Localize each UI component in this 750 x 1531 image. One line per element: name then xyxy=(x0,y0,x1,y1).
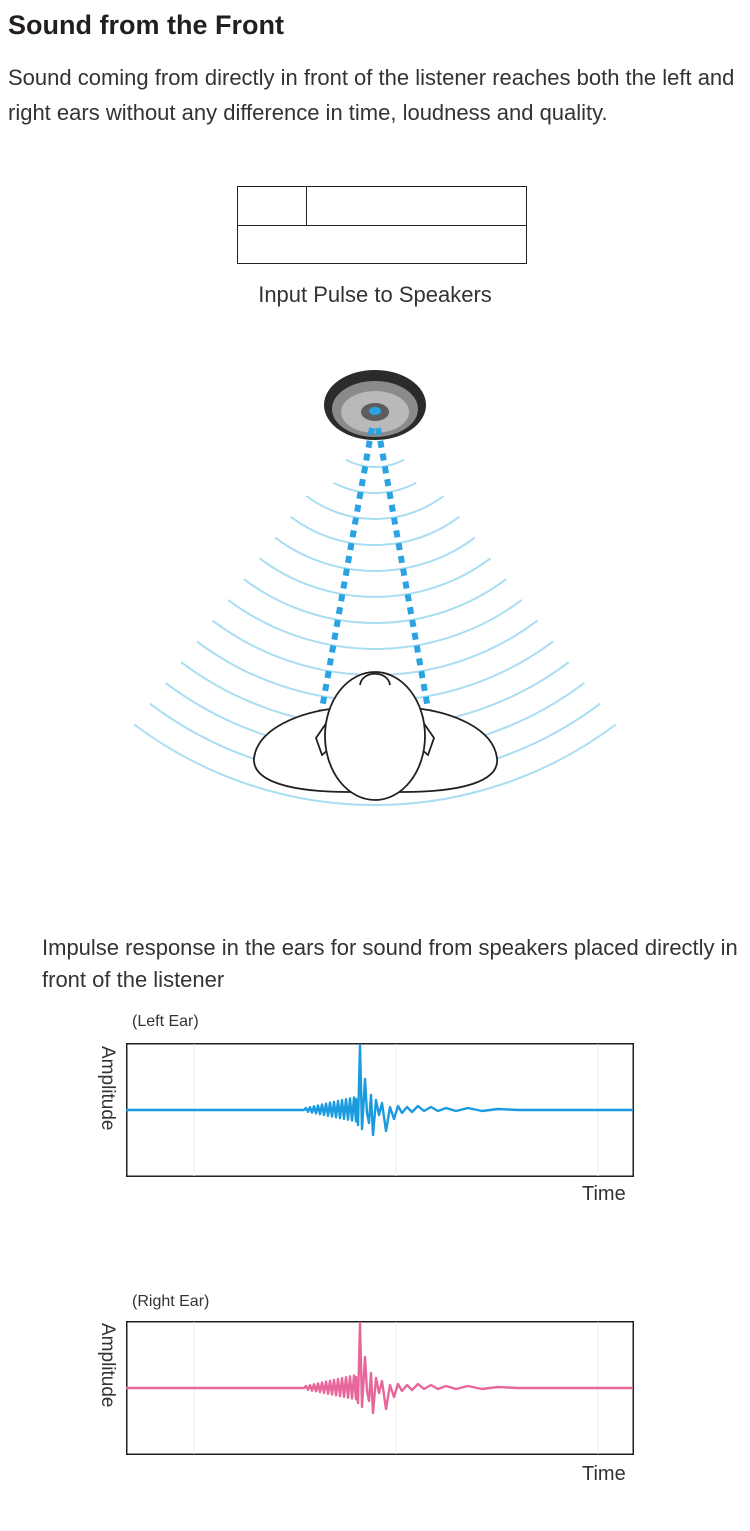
speaker-listener-illustration xyxy=(133,370,617,806)
left-time-label: Time xyxy=(582,1183,626,1205)
left-ear-chart xyxy=(126,1043,634,1177)
right-ear-impulse-trace xyxy=(126,1321,633,1415)
input-pulse-graph xyxy=(237,186,527,264)
left-ear-label: (Left Ear) xyxy=(132,1013,199,1030)
sound-wave-arc xyxy=(243,578,507,624)
right-ear-chart xyxy=(126,1321,634,1455)
sound-wave-arc xyxy=(290,516,460,546)
pulse-caption: Input Pulse to Speakers xyxy=(258,282,492,307)
impulse-caption: Impulse response in the ears for sound f… xyxy=(42,935,738,992)
right-amplitude-label: Amplitude xyxy=(97,1323,118,1408)
sound-wave-arc xyxy=(345,458,405,468)
pulse-spike xyxy=(306,187,307,225)
left-amplitude-label: Amplitude xyxy=(97,1046,118,1131)
sound-wave-arc xyxy=(133,723,617,806)
sound-wave-arc xyxy=(211,619,539,676)
speaker-icon xyxy=(324,370,426,440)
left-ear-impulse-trace xyxy=(126,1043,633,1137)
sound-wave-arc xyxy=(258,557,492,598)
pulse-baseline xyxy=(238,225,526,226)
sound-wave-arc xyxy=(227,599,523,650)
sound-wave-arc xyxy=(305,495,445,520)
sound-wave-arc xyxy=(333,481,417,494)
listener-head-top-view xyxy=(253,671,498,801)
page-title: Sound from the Front xyxy=(8,10,284,40)
intro-paragraph: Sound coming from directly in front of t… xyxy=(8,65,735,125)
sound-wave-arc xyxy=(274,536,476,573)
right-ear-label: (Right Ear) xyxy=(132,1293,210,1310)
right-time-label: Time xyxy=(582,1463,626,1485)
